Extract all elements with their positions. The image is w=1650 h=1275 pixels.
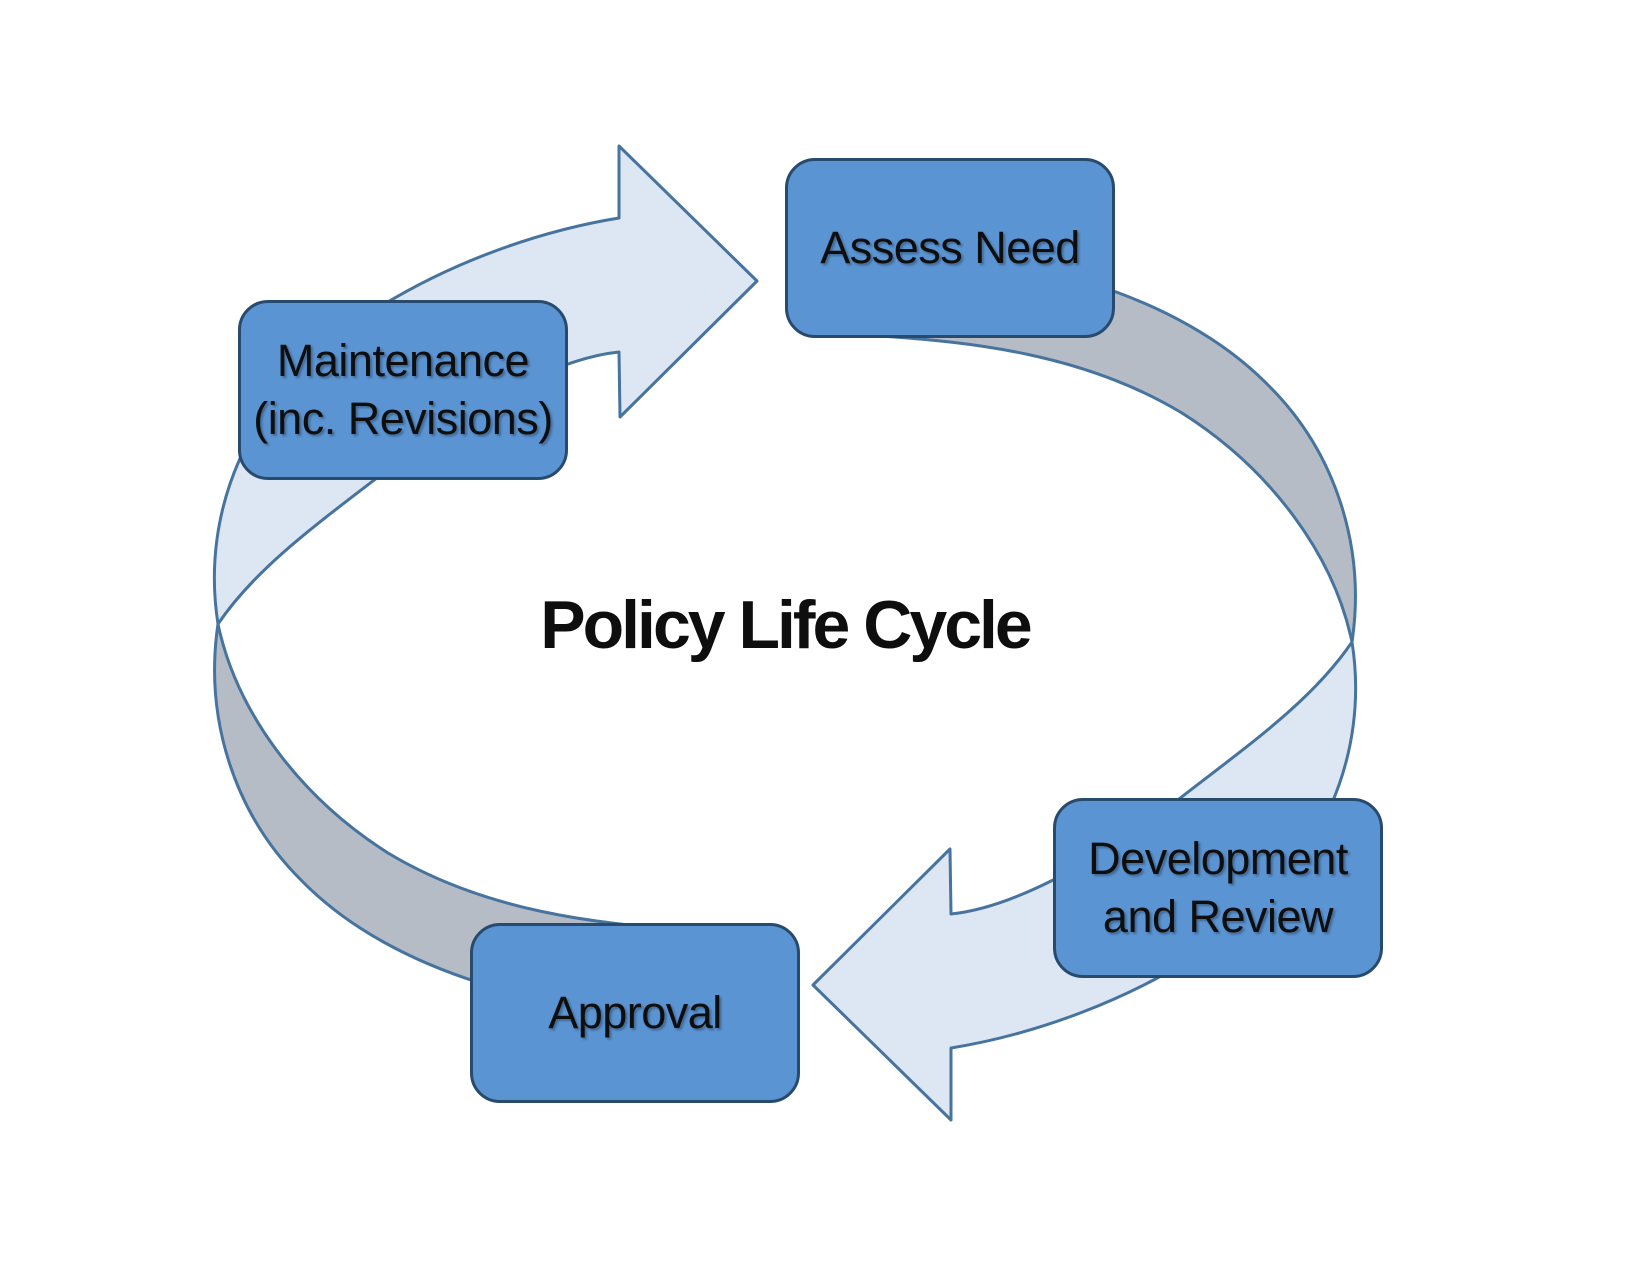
stage-box-maintenance: Maintenance (inc. Revisions): [238, 300, 568, 480]
stage-label-line2: (inc. Revisions): [253, 393, 553, 444]
stage-label: Assess Need: [820, 221, 1080, 273]
stage-label-line1: Maintenance: [276, 334, 530, 386]
diagram-title: Policy Life Cycle: [540, 587, 1032, 663]
stage-box-approval: Approval: [470, 923, 800, 1103]
stage-label: Approval: [548, 986, 722, 1038]
stage-label-line2: and Review: [1102, 891, 1334, 942]
stage-box-assess-need: Assess Need: [785, 158, 1115, 338]
stage-label-line1: Development: [1088, 832, 1348, 884]
stage-box-development-and-review: Development and Review: [1053, 798, 1383, 978]
